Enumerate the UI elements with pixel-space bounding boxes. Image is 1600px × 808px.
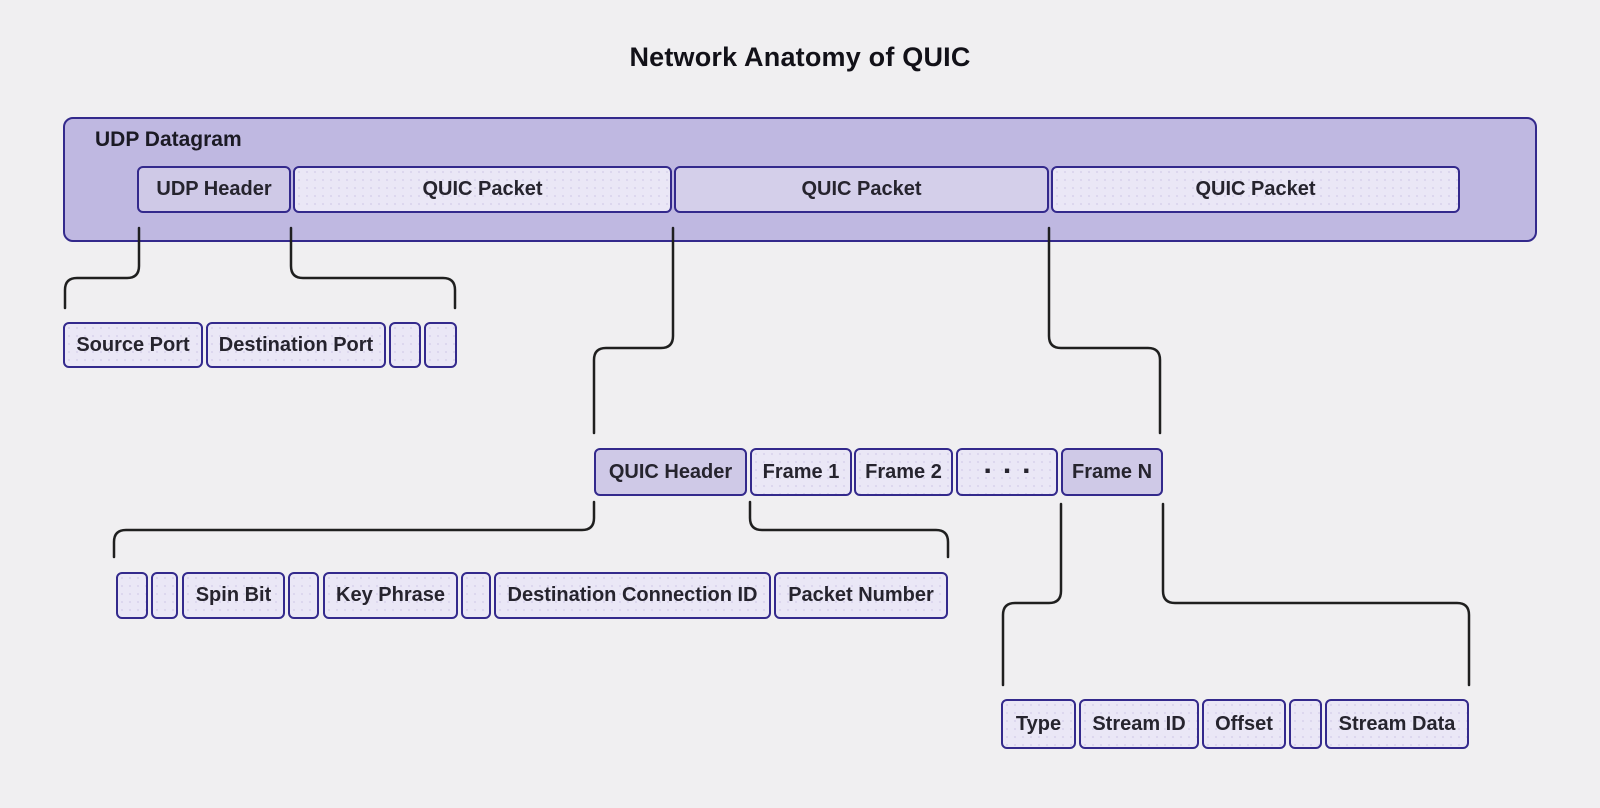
connector-quic-header-right: [748, 500, 950, 559]
connector-frame-n-left: [1001, 502, 1063, 687]
field-udp-empty-1: [389, 322, 421, 368]
segment-quic-packet-1: QUIC Packet: [293, 166, 672, 213]
udp-datagram-label: UDP Datagram: [95, 128, 242, 151]
field-quic-empty-1: [116, 572, 148, 619]
segment-quic-packet-3: QUIC Packet: [1051, 166, 1460, 213]
diagram-title: Network Anatomy of QUIC: [629, 42, 971, 72]
field-udp-empty-2: [424, 322, 457, 368]
frame-cell-frame-n: Frame N: [1061, 448, 1163, 496]
field-spin-bit: Spin Bit: [182, 572, 285, 619]
field-quic-empty-2: [151, 572, 178, 619]
field-quic-empty-4: [461, 572, 491, 619]
frame-cell-frame-2: Frame 2: [854, 448, 953, 496]
connector-frame-n-right: [1161, 502, 1471, 687]
ellipsis-label: ...: [983, 447, 1042, 480]
frame-cell-ellipsis: ...: [956, 447, 1058, 496]
connector-quic-packet-left: [592, 226, 675, 435]
frame-cell-quic-header: QUIC Header: [594, 448, 747, 496]
segment-udp-header: UDP Header: [137, 166, 291, 213]
field-type: Type: [1001, 699, 1076, 749]
field-destination-connection-id: Destination Connection ID: [494, 572, 771, 619]
field-source-port: Source Port: [63, 322, 203, 368]
field-stream-data: Stream Data: [1325, 699, 1469, 749]
segment-quic-packet-2: QUIC Packet: [674, 166, 1049, 213]
field-frame-empty-1: [1289, 699, 1322, 749]
connector-quic-header-left: [112, 500, 596, 559]
connector-quic-packet-right: [1047, 226, 1162, 435]
field-offset: Offset: [1202, 699, 1286, 749]
field-key-phrase: Key Phrase: [323, 572, 458, 619]
frame-cell-frame-1: Frame 1: [750, 448, 852, 496]
field-destination-port: Destination Port: [206, 322, 386, 368]
field-packet-number: Packet Number: [774, 572, 948, 619]
field-quic-empty-3: [288, 572, 319, 619]
field-stream-id: Stream ID: [1079, 699, 1199, 749]
